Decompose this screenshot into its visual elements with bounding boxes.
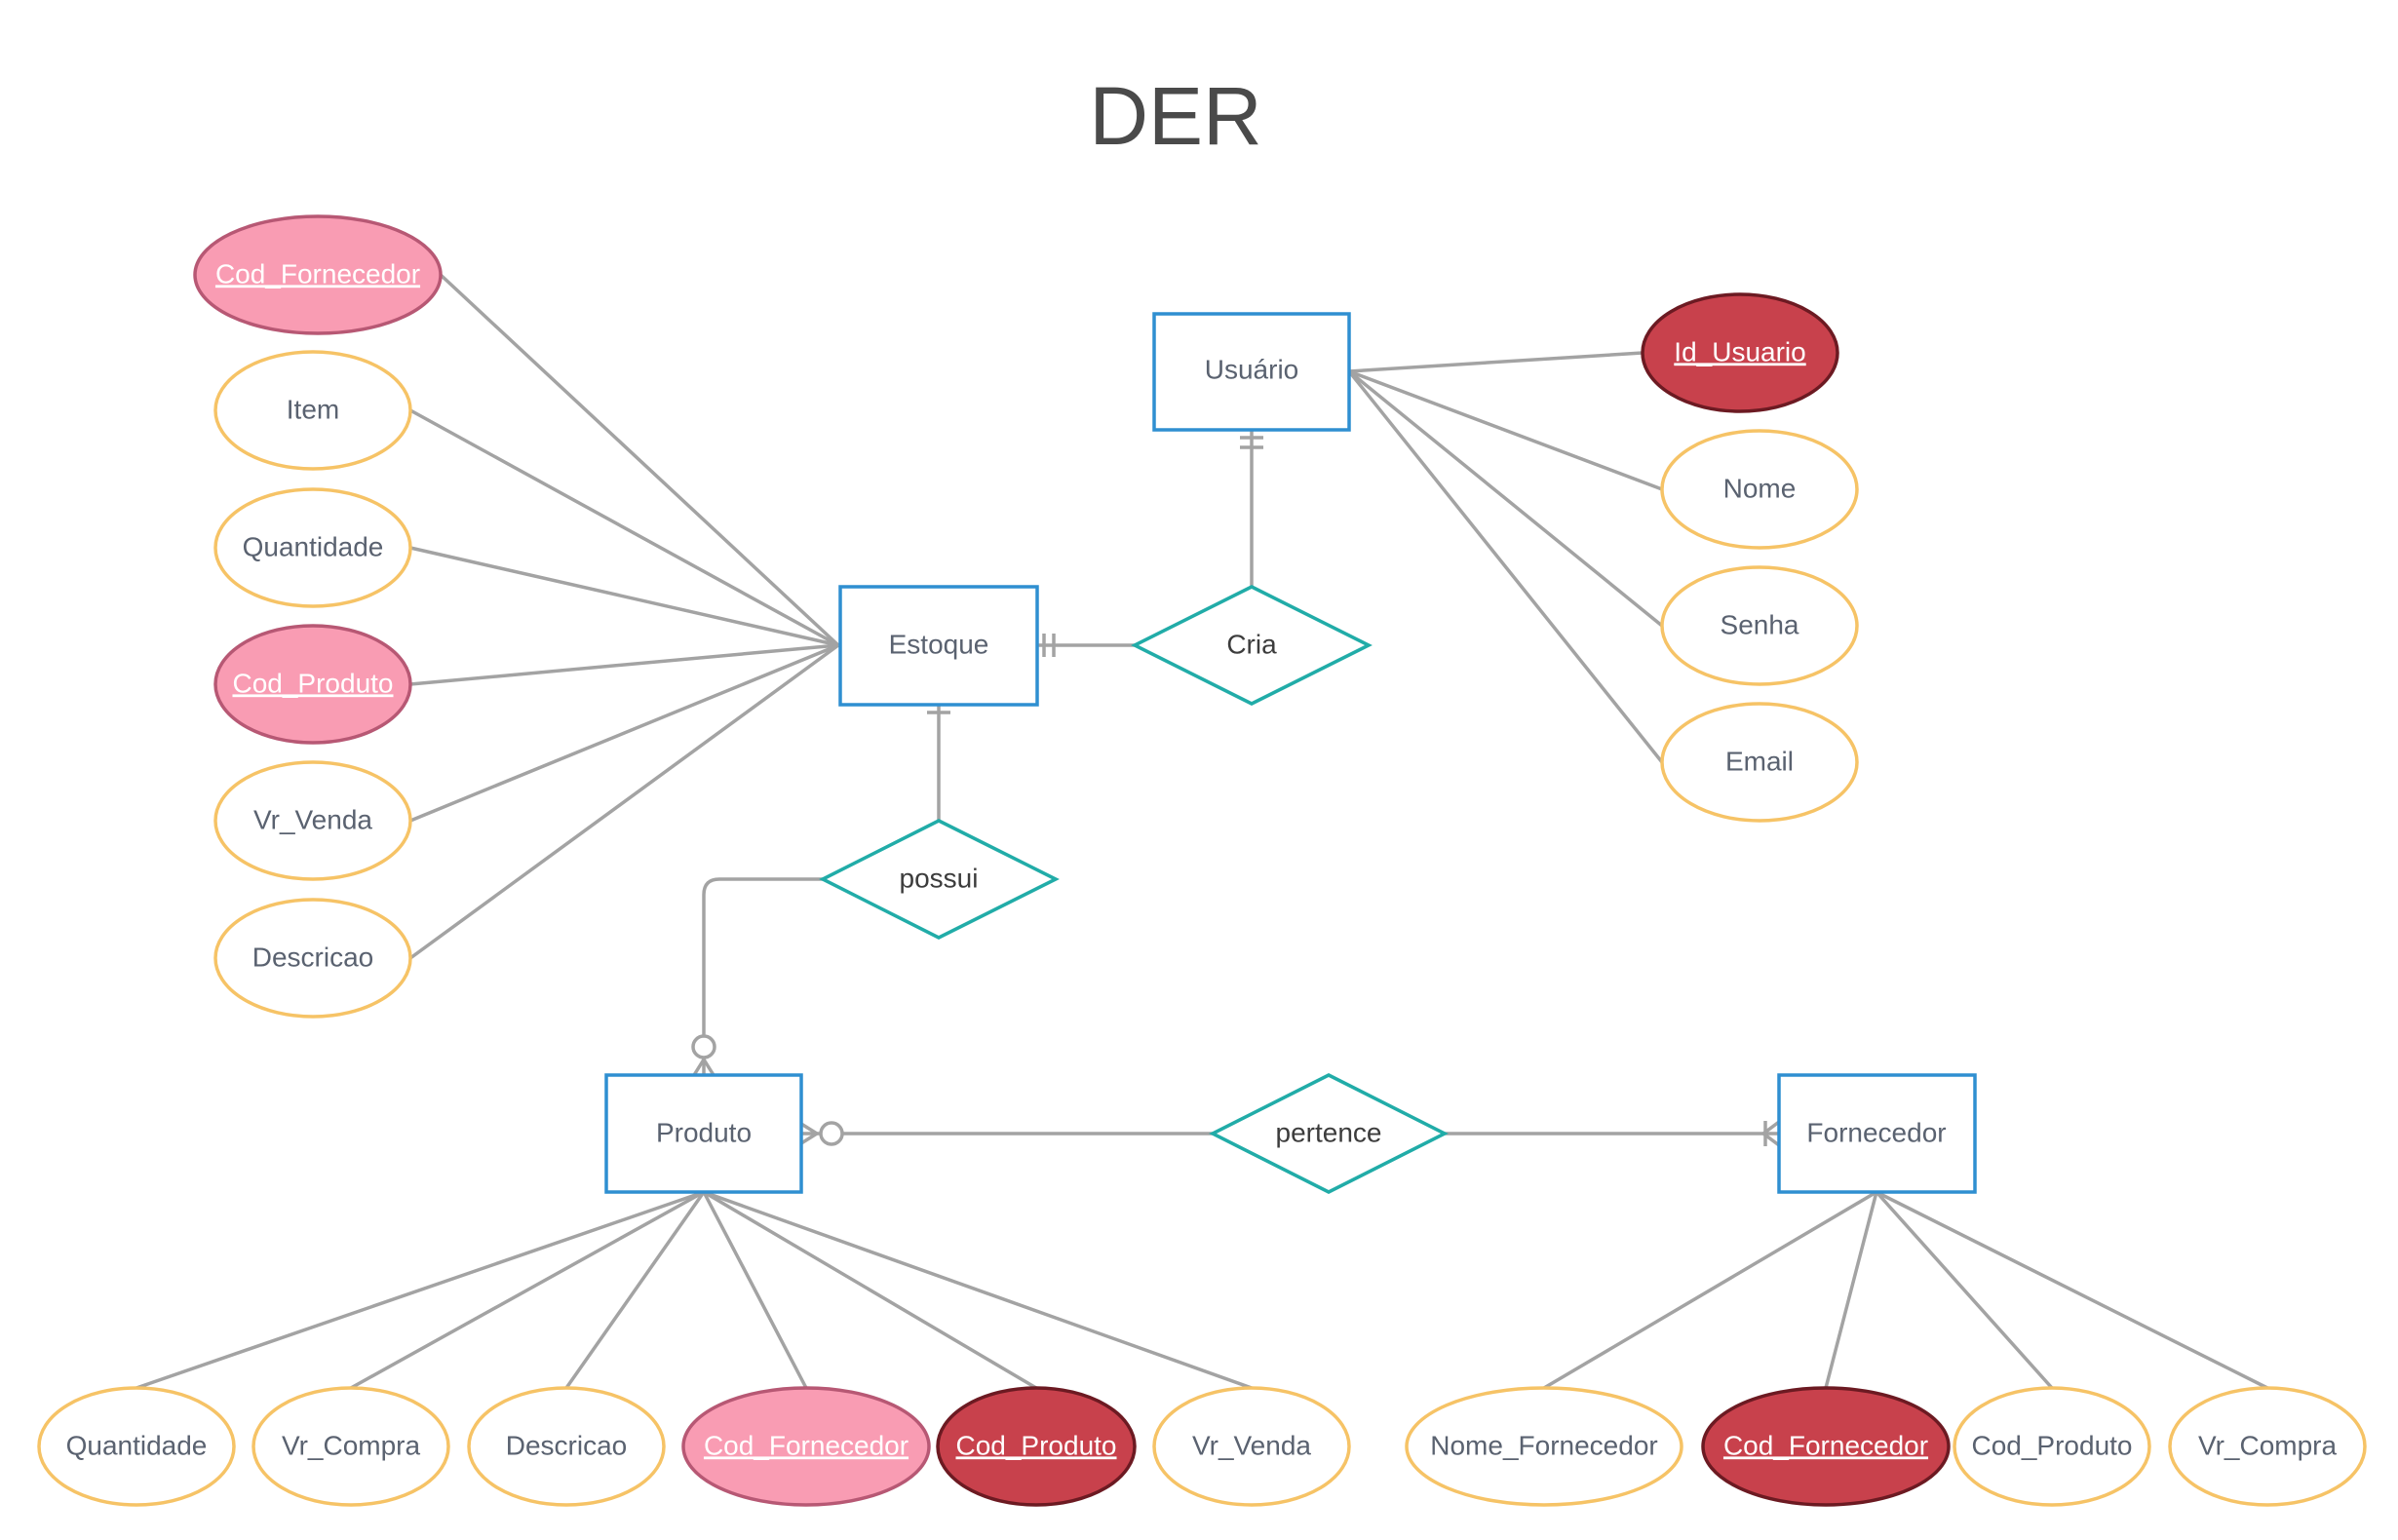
attribute-produto-cod-produto[interactable]: Cod_Produto [936, 1386, 1137, 1507]
diagram-title: DER [1089, 70, 1261, 162]
attribute-label: Cod_Produto [1971, 1430, 2132, 1460]
attribute-estoque-cod-produto[interactable]: Cod_Produto [213, 624, 412, 745]
attribute-usuario-nome[interactable]: Nome [1660, 429, 1859, 550]
relationship-possui[interactable]: possui [819, 819, 1060, 940]
attribute-label: Quantidade [66, 1430, 208, 1460]
attribute-label: Senha [1721, 609, 1799, 639]
attribute-fornecedor-cod-produto[interactable]: Cod_Produto [1953, 1386, 2151, 1507]
cardinality-markers [691, 436, 1781, 1147]
attribute-produto-quantidade[interactable]: Quantidade [37, 1386, 236, 1507]
attribute-label: Item [287, 394, 339, 424]
attribute-produto-vr-compra[interactable]: Vr_Compra [251, 1386, 450, 1507]
relationship-cria-label: Cria [1226, 629, 1277, 659]
entity-produto-label: Produto [656, 1117, 752, 1147]
attribute-label: Cod_Produto [955, 1430, 1116, 1460]
connector-usuario-senha [1347, 369, 1664, 628]
attribute-estoque-quantidade[interactable]: Quantidade [213, 487, 412, 608]
connector-produto-vr-compra [350, 1190, 705, 1390]
attribute-label: Descricao [506, 1430, 627, 1460]
attribute-produto-descricao[interactable]: Descricao [467, 1386, 666, 1507]
cardinality-one-and-only-one-usuario [1240, 436, 1263, 449]
connector-fornecedor-cod-fornecedor [1824, 1191, 1878, 1389]
cardinality-one-or-many-fornecedor [1760, 1120, 1781, 1147]
attribute-fornecedor-vr-compra[interactable]: Vr_Compra [2168, 1386, 2367, 1507]
attribute-fornecedor-cod-fornecedor[interactable]: Cod_Fornecedor [1701, 1386, 1951, 1507]
connector-estoque-descricao [408, 643, 840, 960]
relationship-cria[interactable]: Cria [1131, 585, 1373, 706]
entity-usuario-label: Usuário [1205, 354, 1298, 384]
connector-estoque-vr-venda [409, 643, 839, 823]
connector-fornecedor-nome-fornecedor [1543, 1190, 1877, 1390]
attribute-label: Nome_Fornecedor [1430, 1430, 1657, 1460]
attribute-usuario-id-usuario[interactable]: Id_Usuario [1641, 292, 1839, 413]
connector-usuario-email [1347, 369, 1664, 764]
cardinality-zero-or-many-produto-right [800, 1121, 844, 1146]
attribute-label: Cod_Fornecedor [1723, 1430, 1928, 1460]
connectors [135, 273, 2268, 1390]
entity-fornecedor[interactable]: Fornecedor [1777, 1073, 1977, 1194]
connector-produto-cod-produto [703, 1190, 1037, 1390]
attribute-label: Cod_Produto [232, 668, 393, 698]
attribute-produto-vr-venda[interactable]: Vr_Venda [1152, 1386, 1351, 1507]
attribute-label: Cod_Fornecedor [704, 1430, 909, 1460]
connector-fornecedor-cod-produto [1875, 1190, 2054, 1390]
cardinality-one-and-only-one-estoque [1042, 634, 1056, 657]
cardinality-zero-or-many-produto-top [691, 1034, 716, 1076]
relationship-pertence[interactable]: pertence [1209, 1073, 1449, 1194]
connector-produto-quantidade [135, 1190, 705, 1390]
attribute-label: Vr_Compra [282, 1430, 421, 1460]
connector-estoque-cod-produto [409, 643, 839, 686]
attribute-usuario-email[interactable]: Email [1660, 702, 1859, 823]
connector-produto-vr-venda [703, 1190, 1253, 1390]
connector-estoque-cod-fornecedor [439, 273, 840, 647]
attribute-estoque-cod-fornecedor[interactable]: Cod_Fornecedor [193, 214, 443, 335]
attribute-label: Nome [1723, 473, 1797, 503]
relationship-pertence-label: pertence [1276, 1117, 1382, 1147]
connector-usuario-id-usuario [1348, 351, 1644, 373]
connector-estoque-item [409, 408, 839, 647]
attribute-label: Quantidade [243, 531, 384, 561]
attribute-produto-cod-fornecedor[interactable]: Cod_Fornecedor [681, 1386, 931, 1507]
entity-estoque-label: Estoque [889, 629, 989, 659]
attribute-label: Id_Usuario [1674, 336, 1805, 366]
connector-produto-descricao [564, 1190, 706, 1390]
connector-possui-produto [702, 877, 823, 1075]
connector-produto-cod-fornecedor [702, 1191, 808, 1389]
entity-produto[interactable]: Produto [604, 1073, 803, 1194]
attribute-estoque-item[interactable]: Item [213, 350, 412, 471]
attribute-fornecedor-nome-fornecedor[interactable]: Nome_Fornecedor [1405, 1386, 1683, 1507]
attribute-estoque-vr-venda[interactable]: Vr_Venda [213, 760, 412, 881]
connector-usuario-nome [1348, 369, 1663, 491]
relationship-possui-label: possui [900, 863, 979, 893]
attribute-usuario-senha[interactable]: Senha [1660, 565, 1859, 686]
attribute-label: Vr_Compra [2198, 1430, 2338, 1460]
attribute-label: Cod_Fornecedor [215, 258, 420, 289]
entity-estoque[interactable]: Estoque [838, 585, 1039, 707]
attribute-label: Descricao [252, 942, 373, 972]
connector-estoque-quantidade [409, 546, 839, 647]
attribute-estoque-descricao[interactable]: Descricao [213, 898, 412, 1019]
attribute-label: Vr_Venda [253, 804, 372, 834]
attribute-label: Vr_Venda [1192, 1430, 1311, 1460]
connector-fornecedor-vr-compra [1876, 1190, 2268, 1390]
attribute-label: Email [1725, 746, 1794, 776]
entity-usuario[interactable]: Usuário [1152, 312, 1351, 432]
entity-fornecedor-label: Fornecedor [1806, 1117, 1946, 1147]
